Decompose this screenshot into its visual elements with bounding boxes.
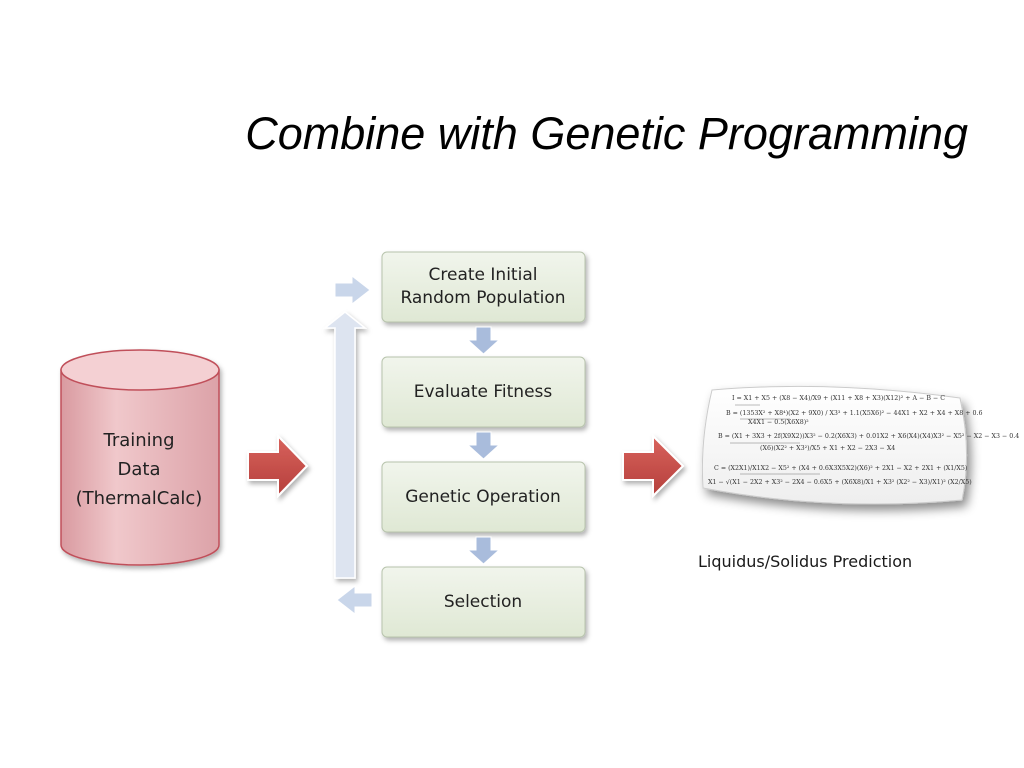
create-population-label-line-1: Create Initial (429, 265, 538, 285)
training-data-label-line-1: Training (102, 430, 174, 451)
down-arrow-1 (466, 326, 501, 355)
down-arrow-3 (466, 536, 501, 565)
selection-box (381, 566, 586, 638)
equations-picture: I = X1 + X5 + (X8 − X4)/X9 + (X11 + X8 +… (708, 395, 1019, 486)
down-arrow-2 (466, 431, 501, 460)
svg-text:X1 − √(X1 − 2X2 + X3² − 2X4 −: X1 − √(X1 − 2X2 + X3² − 2X4 − 0.6X5 + (X… (708, 479, 972, 486)
training-data-cylinder (60, 349, 220, 566)
slide-title: Combine with Genetic Programming (245, 108, 968, 159)
loop-back-arrow (322, 311, 368, 579)
svg-text:B = (X1 + 3X3 + 2f(X9X2))X3² −: B = (X1 + 3X3 + 2f(X9X2))X3² − 0.2(X6X3)… (718, 433, 1019, 440)
genetic-operation-label: Genetic Operation (405, 487, 561, 507)
input-flow-arrow (247, 433, 309, 499)
output-flow-arrow (622, 433, 685, 499)
training-data-label-line-2: Data (118, 459, 161, 480)
svg-text:B = (1353X² + X8⁴)(X2 + 9X0) /: B = (1353X² + X8⁴)(X2 + 9X0) / X3³ + 1.1… (726, 410, 983, 417)
entry-arrow (334, 274, 371, 306)
svg-text:X4X1 − 0.5(X6X8)²: X4X1 − 0.5(X6X8)² (748, 419, 809, 426)
prediction-label: Liquidus/Solidus Prediction (698, 552, 912, 571)
genetic-operation-box (381, 461, 586, 533)
create-population-label-line-2: Random Population (400, 288, 565, 308)
svg-text:C = (X2X1)/X1X2 − X5² + (X4 +: C = (X2X1)/X1X2 − X5² + (X4 + 0.6X3X5X2)… (714, 465, 967, 472)
training-data-label-line-3: (ThermalCalc) (76, 488, 203, 509)
svg-text:(X6)(X2² + X3²)/X5 + X1 + X2 −: (X6)(X2² + X3²)/X5 + X1 + X2 − 2X3 − X4 (760, 445, 895, 452)
equations-card: I = X1 + X5 + (X8 − X4)/X9 + (X11 + X8 +… (701, 385, 1019, 505)
svg-text:I = X1 + X5 + (X8 − X4)/X9 + (: I = X1 + X5 + (X8 − X4)/X9 + (X11 + X8 +… (732, 395, 945, 402)
create-population-box (381, 251, 586, 323)
selection-label: Selection (444, 592, 522, 612)
evaluate-fitness-box (381, 356, 586, 428)
selection-return-arrow (336, 584, 373, 616)
evaluate-fitness-label: Evaluate Fitness (414, 382, 553, 402)
